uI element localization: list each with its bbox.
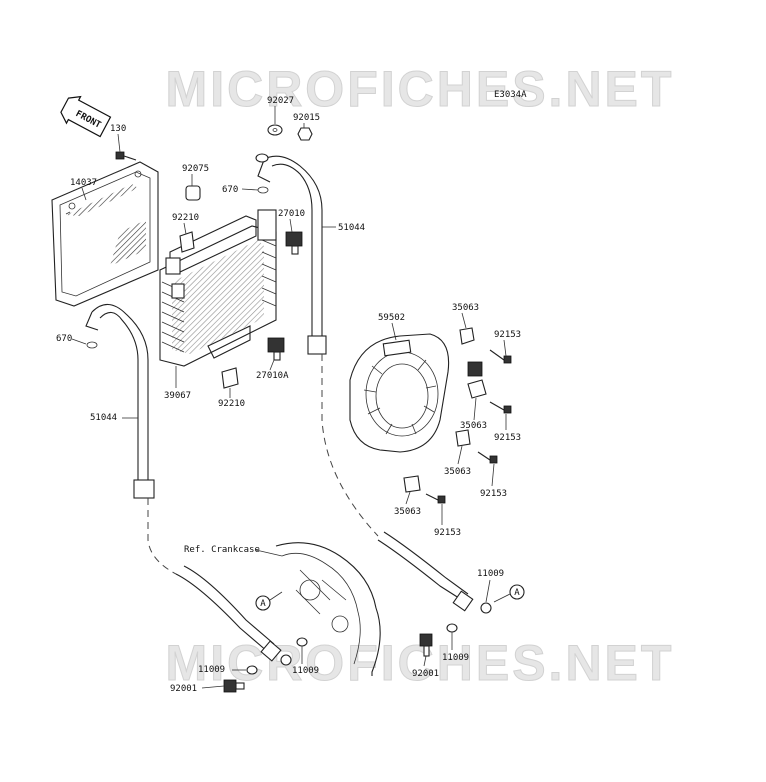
crankcase-reference-part (275, 542, 381, 676)
bolt-92153-2-part (489, 401, 512, 414)
banjo-bolt-92001-right-part (419, 633, 433, 657)
watermark-bottom: MICROFICHES.NET (166, 635, 675, 691)
bolt-92153-1-part (489, 349, 512, 364)
fitting-27010-part (285, 231, 303, 255)
oil-cooler-core-part (159, 209, 277, 367)
clamp-35063-4-part (403, 475, 421, 493)
diagram-code: E3034A (494, 90, 527, 100)
callout-27010: 27010 (278, 209, 305, 219)
callout-14037: 14037 (70, 178, 97, 188)
bracket-92210-bottom-part (221, 367, 239, 389)
bolt-130-part (115, 151, 137, 161)
washer-11009-3-part (446, 623, 458, 633)
clamp-35063-1-part (459, 327, 475, 345)
watermark-top: MICROFICHES.NET (166, 61, 675, 117)
o-ring-670-lower-part (86, 341, 98, 349)
svg-text:A: A (260, 599, 266, 609)
callout-92153-1: 92153 (494, 330, 521, 340)
routing-dash-left (147, 498, 177, 575)
callout-92153-2: 92153 (494, 433, 521, 443)
callout-92001-right: 92001 (412, 669, 439, 679)
callout-35063-2: 35063 (460, 421, 487, 431)
callout-11009-right: 11009 (442, 653, 469, 663)
collar-92075-part (185, 185, 201, 201)
callout-59502: 59502 (378, 313, 405, 323)
routing-dash-right (321, 354, 379, 537)
callout-92075: 92075 (182, 164, 209, 174)
fitting-27010A-part (267, 337, 285, 361)
fan-shroud-part (349, 333, 483, 453)
callout-130: 130 (110, 124, 126, 134)
callout-27010A: 27010A (256, 371, 289, 381)
callout-35063-4: 35063 (394, 507, 421, 517)
callout-11009-left: 11009 (198, 665, 225, 675)
callout-11009-mid: 11009 (292, 666, 319, 676)
callout-51044-left: 51044 (90, 413, 117, 423)
lower-hose-right-part (377, 531, 492, 614)
callout-92210-top: 92210 (172, 213, 199, 223)
connection-mark-a-left: A (255, 591, 283, 611)
o-ring-670-upper-part (257, 186, 269, 194)
callout-11009-right-upper: 11009 (477, 569, 504, 579)
washer-92027-part (267, 124, 283, 136)
callout-51044-right: 51044 (338, 223, 365, 233)
callout-92153-3: 92153 (480, 489, 507, 499)
callout-92015: 92015 (293, 113, 320, 123)
clamp-35063-3-part (455, 429, 471, 447)
callouts: 130 14037 92075 92210 92027 92015 670 27… (56, 96, 521, 694)
bolt-92153-3-part (477, 451, 498, 464)
washer-11009-2-part (296, 637, 308, 647)
callout-35063-1: 35063 (452, 303, 479, 313)
lower-hose-left-part (175, 565, 292, 666)
cooler-guard-part (51, 161, 159, 307)
clamp-35063-2-part (467, 379, 487, 399)
ref-crankcase-label: Ref. Crankcase (184, 545, 260, 555)
connection-mark-a-right: A (493, 584, 525, 603)
washer-11009-1-part (246, 665, 258, 675)
bracket-92210-top-part (179, 231, 195, 253)
nut-92015-part (297, 127, 313, 141)
callout-92001-left: 92001 (170, 684, 197, 694)
svg-text:A: A (514, 588, 520, 598)
callout-92153-4: 92153 (434, 528, 461, 538)
callout-670-upper: 670 (222, 185, 238, 195)
callout-92027: 92027 (267, 96, 294, 106)
callout-39067: 39067 (164, 391, 191, 401)
callout-92210-bottom: 92210 (218, 399, 245, 409)
callout-35063-3: 35063 (444, 467, 471, 477)
oil-hose-right-part (255, 153, 327, 355)
oil-hose-left-part (85, 303, 155, 499)
bolt-92153-4-part (425, 493, 446, 504)
banjo-bolt-92001-left-part (223, 679, 245, 693)
front-arrow-icon: FRONT (60, 95, 112, 138)
callout-670-lower: 670 (56, 334, 72, 344)
